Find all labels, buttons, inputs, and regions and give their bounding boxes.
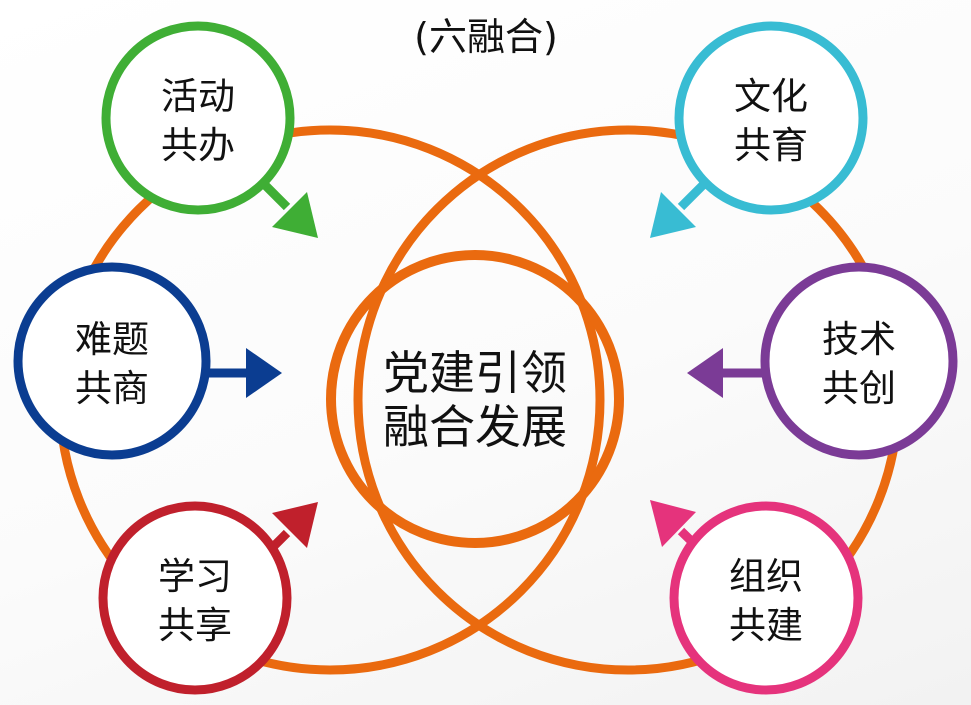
center-orange-ring bbox=[326, 250, 624, 548]
node-organization-line2: 共建 bbox=[729, 604, 803, 647]
node-organization-line1: 组织 bbox=[729, 555, 803, 598]
node-technology: 技术 共创 bbox=[760, 262, 958, 460]
node-learning-line2: 共享 bbox=[158, 604, 232, 647]
center-label: 党建引领 融合发展 bbox=[383, 346, 567, 454]
problem-arrow bbox=[206, 348, 282, 398]
node-culture: 文化 共育 bbox=[674, 21, 868, 215]
node-problem: 难题 共商 bbox=[13, 262, 211, 460]
center-line1: 党建引领 bbox=[383, 346, 567, 400]
node-problem-line1: 难题 bbox=[75, 318, 149, 361]
node-circles: 活动 共办 文化 共育 难题 共商 技术 共创 学习 共享 bbox=[13, 21, 958, 695]
node-technology-line1: 技术 bbox=[822, 318, 896, 361]
node-culture-line2: 共育 bbox=[734, 124, 808, 167]
node-activity: 活动 共办 bbox=[101, 21, 295, 215]
node-problem-line2: 共商 bbox=[75, 367, 149, 410]
node-organization: 组织 共建 bbox=[669, 501, 863, 695]
node-activity-line1: 活动 bbox=[161, 75, 235, 118]
node-learning: 学习 共享 bbox=[98, 501, 292, 695]
node-culture-line1: 文化 bbox=[734, 75, 808, 118]
node-learning-line1: 学习 bbox=[158, 555, 232, 598]
technology-arrow bbox=[687, 348, 765, 398]
node-activity-line2: 共办 bbox=[161, 124, 235, 167]
node-technology-line2: 共创 bbox=[822, 367, 896, 410]
center-line2: 融合发展 bbox=[383, 400, 567, 454]
diagram-title: (六融合) bbox=[414, 15, 558, 59]
